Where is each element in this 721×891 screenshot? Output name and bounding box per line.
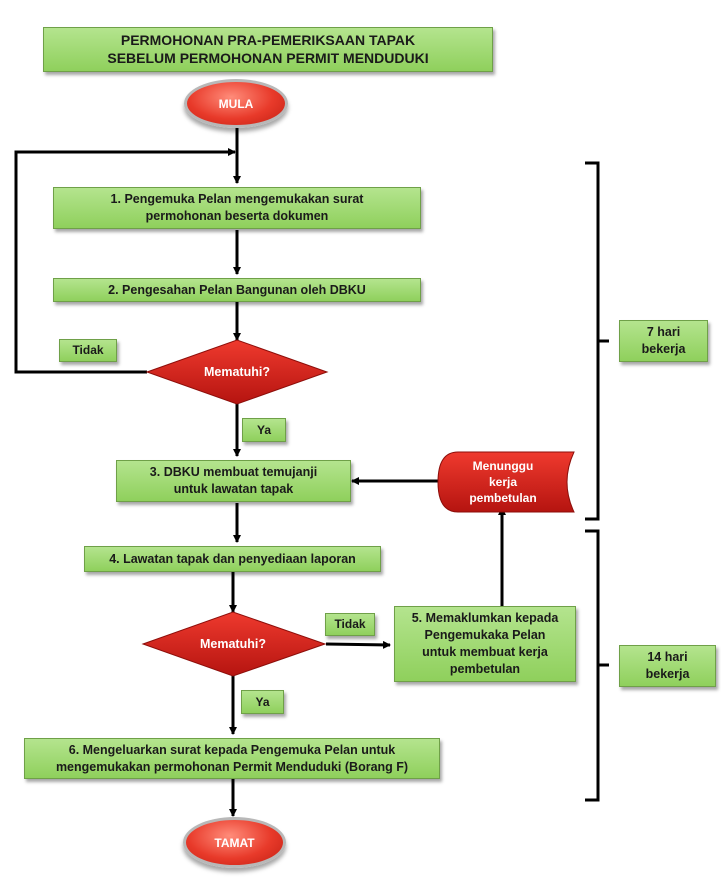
branch-no-2: Tidak <box>325 613 375 636</box>
end-terminal: TAMAT <box>183 817 286 868</box>
arrow-decision1-no-loop <box>14 148 236 374</box>
start-terminal: MULA <box>184 79 288 128</box>
branch-yes-1: Ya <box>242 418 286 442</box>
duration-7-hari: 7 hari bekerja <box>619 320 708 362</box>
step-1-box: 1. Pengemuka Pelan mengemukakan surat pe… <box>53 187 421 229</box>
title-line-2: SEBELUM PERMOHONAN PERMIT MENDUDUKI <box>107 49 429 66</box>
step-3-box: 3. DBKU membuat temujanji untuk lawatan … <box>116 460 351 502</box>
decision-2-shape <box>141 611 327 677</box>
decision-2-label: Mematuhi? <box>200 637 266 651</box>
step-6-box: 6. Mengeluarkan surat kepada Pengemuka P… <box>24 738 440 779</box>
flowchart-title: PERMOHONAN PRA-PEMERIKSAAN TAPAK SEBELUM… <box>43 27 493 72</box>
step-5-box: 5. Memaklumkan kepada Pengemukaka Pelan … <box>394 606 576 682</box>
title-line-1: PERMOHONAN PRA-PEMERIKSAAN TAPAK <box>120 32 416 48</box>
bracket-14-hari <box>585 529 609 802</box>
decision-1-label: Mematuhi? <box>204 365 270 379</box>
decision-1-shape <box>145 339 329 405</box>
waiting-label: Menunggu kerja pembetulan <box>469 458 537 506</box>
branch-yes-2: Ya <box>241 690 284 714</box>
step-4-box: 4. Lawatan tapak dan penyediaan laporan <box>84 546 381 572</box>
branch-no-1: Tidak <box>59 339 117 362</box>
bracket-7-hari <box>585 161 609 521</box>
duration-14-hari: 14 hari bekerja <box>619 645 716 687</box>
connectors <box>14 128 506 817</box>
arrow-decision2-no-to-step5 <box>325 640 391 649</box>
waiting-shape <box>437 451 575 513</box>
step-2-box: 2. Pengesahan Pelan Bangunan oleh DBKU <box>53 278 421 302</box>
